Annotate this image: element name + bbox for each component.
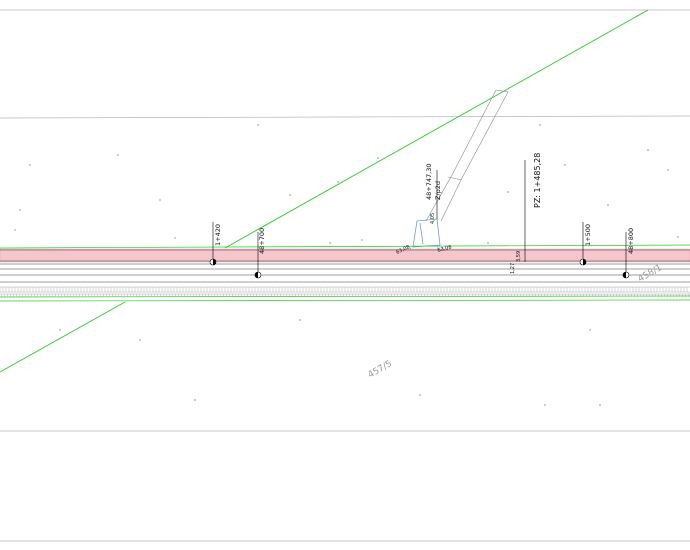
embankment-hatching	[0, 286, 690, 297]
pz-label: PZ: 1+485,28	[533, 153, 542, 208]
survey-dot	[257, 124, 259, 126]
track-band	[0, 248, 690, 263]
dim-d: 1,27	[510, 263, 516, 274]
survey-dot	[667, 169, 669, 171]
survey-dot	[361, 239, 363, 241]
green-edge-lines	[0, 244, 690, 302]
dim-b: 63,08	[395, 244, 411, 255]
survey-dot	[194, 399, 196, 401]
chainage-1-420: 1+420	[214, 224, 222, 246]
survey-dot	[159, 199, 161, 201]
dim-e: 3,59	[516, 251, 522, 262]
frame-lines	[0, 9, 690, 542]
survey-dot	[59, 329, 61, 331]
dim-c: 63,08	[437, 244, 452, 254]
survey-dot	[299, 319, 301, 321]
marker-1-500	[579, 222, 587, 266]
survey-dot	[607, 204, 609, 206]
survey-dot	[589, 329, 591, 331]
survey-dot	[337, 181, 339, 183]
marker-48-800	[622, 232, 630, 279]
survey-dot	[174, 237, 176, 239]
survey-dot	[19, 209, 21, 211]
survey-dot	[599, 404, 601, 406]
green-diagonal-line	[0, 9, 649, 373]
survey-dot	[289, 194, 291, 196]
parcel-458-1: 458/1	[637, 263, 664, 285]
survey-points	[14, 124, 679, 406]
culvert-outline	[425, 89, 509, 222]
survey-dot	[544, 404, 546, 406]
survey-dot	[647, 149, 649, 151]
survey-dot	[539, 124, 541, 126]
survey-dot	[117, 154, 119, 156]
survey-dot	[377, 157, 379, 159]
survey-dot	[419, 394, 421, 396]
survey-dot	[564, 164, 566, 166]
marker-48-700	[254, 232, 262, 279]
chainage-48-747: 48+747,30	[425, 164, 433, 200]
chainage-1-500: 1+500	[584, 224, 592, 246]
culvert-label: Z/p2d	[434, 181, 442, 200]
track-lines	[0, 249, 690, 283]
parcel-457-5: 457/5	[367, 359, 394, 381]
survey-dot	[507, 191, 509, 193]
chainage-48-700: 48+700	[258, 228, 266, 254]
dim-a: 4,05	[430, 213, 436, 224]
survey-dot	[139, 339, 141, 341]
survey-dot	[487, 242, 489, 244]
station-markers	[209, 160, 630, 279]
survey-dot	[14, 229, 16, 231]
survey-dot	[329, 242, 331, 244]
chainage-48-800: 48+800	[627, 228, 635, 254]
marker-1-420	[209, 222, 217, 266]
survey-dot	[29, 164, 31, 166]
survey-dot	[677, 236, 679, 238]
